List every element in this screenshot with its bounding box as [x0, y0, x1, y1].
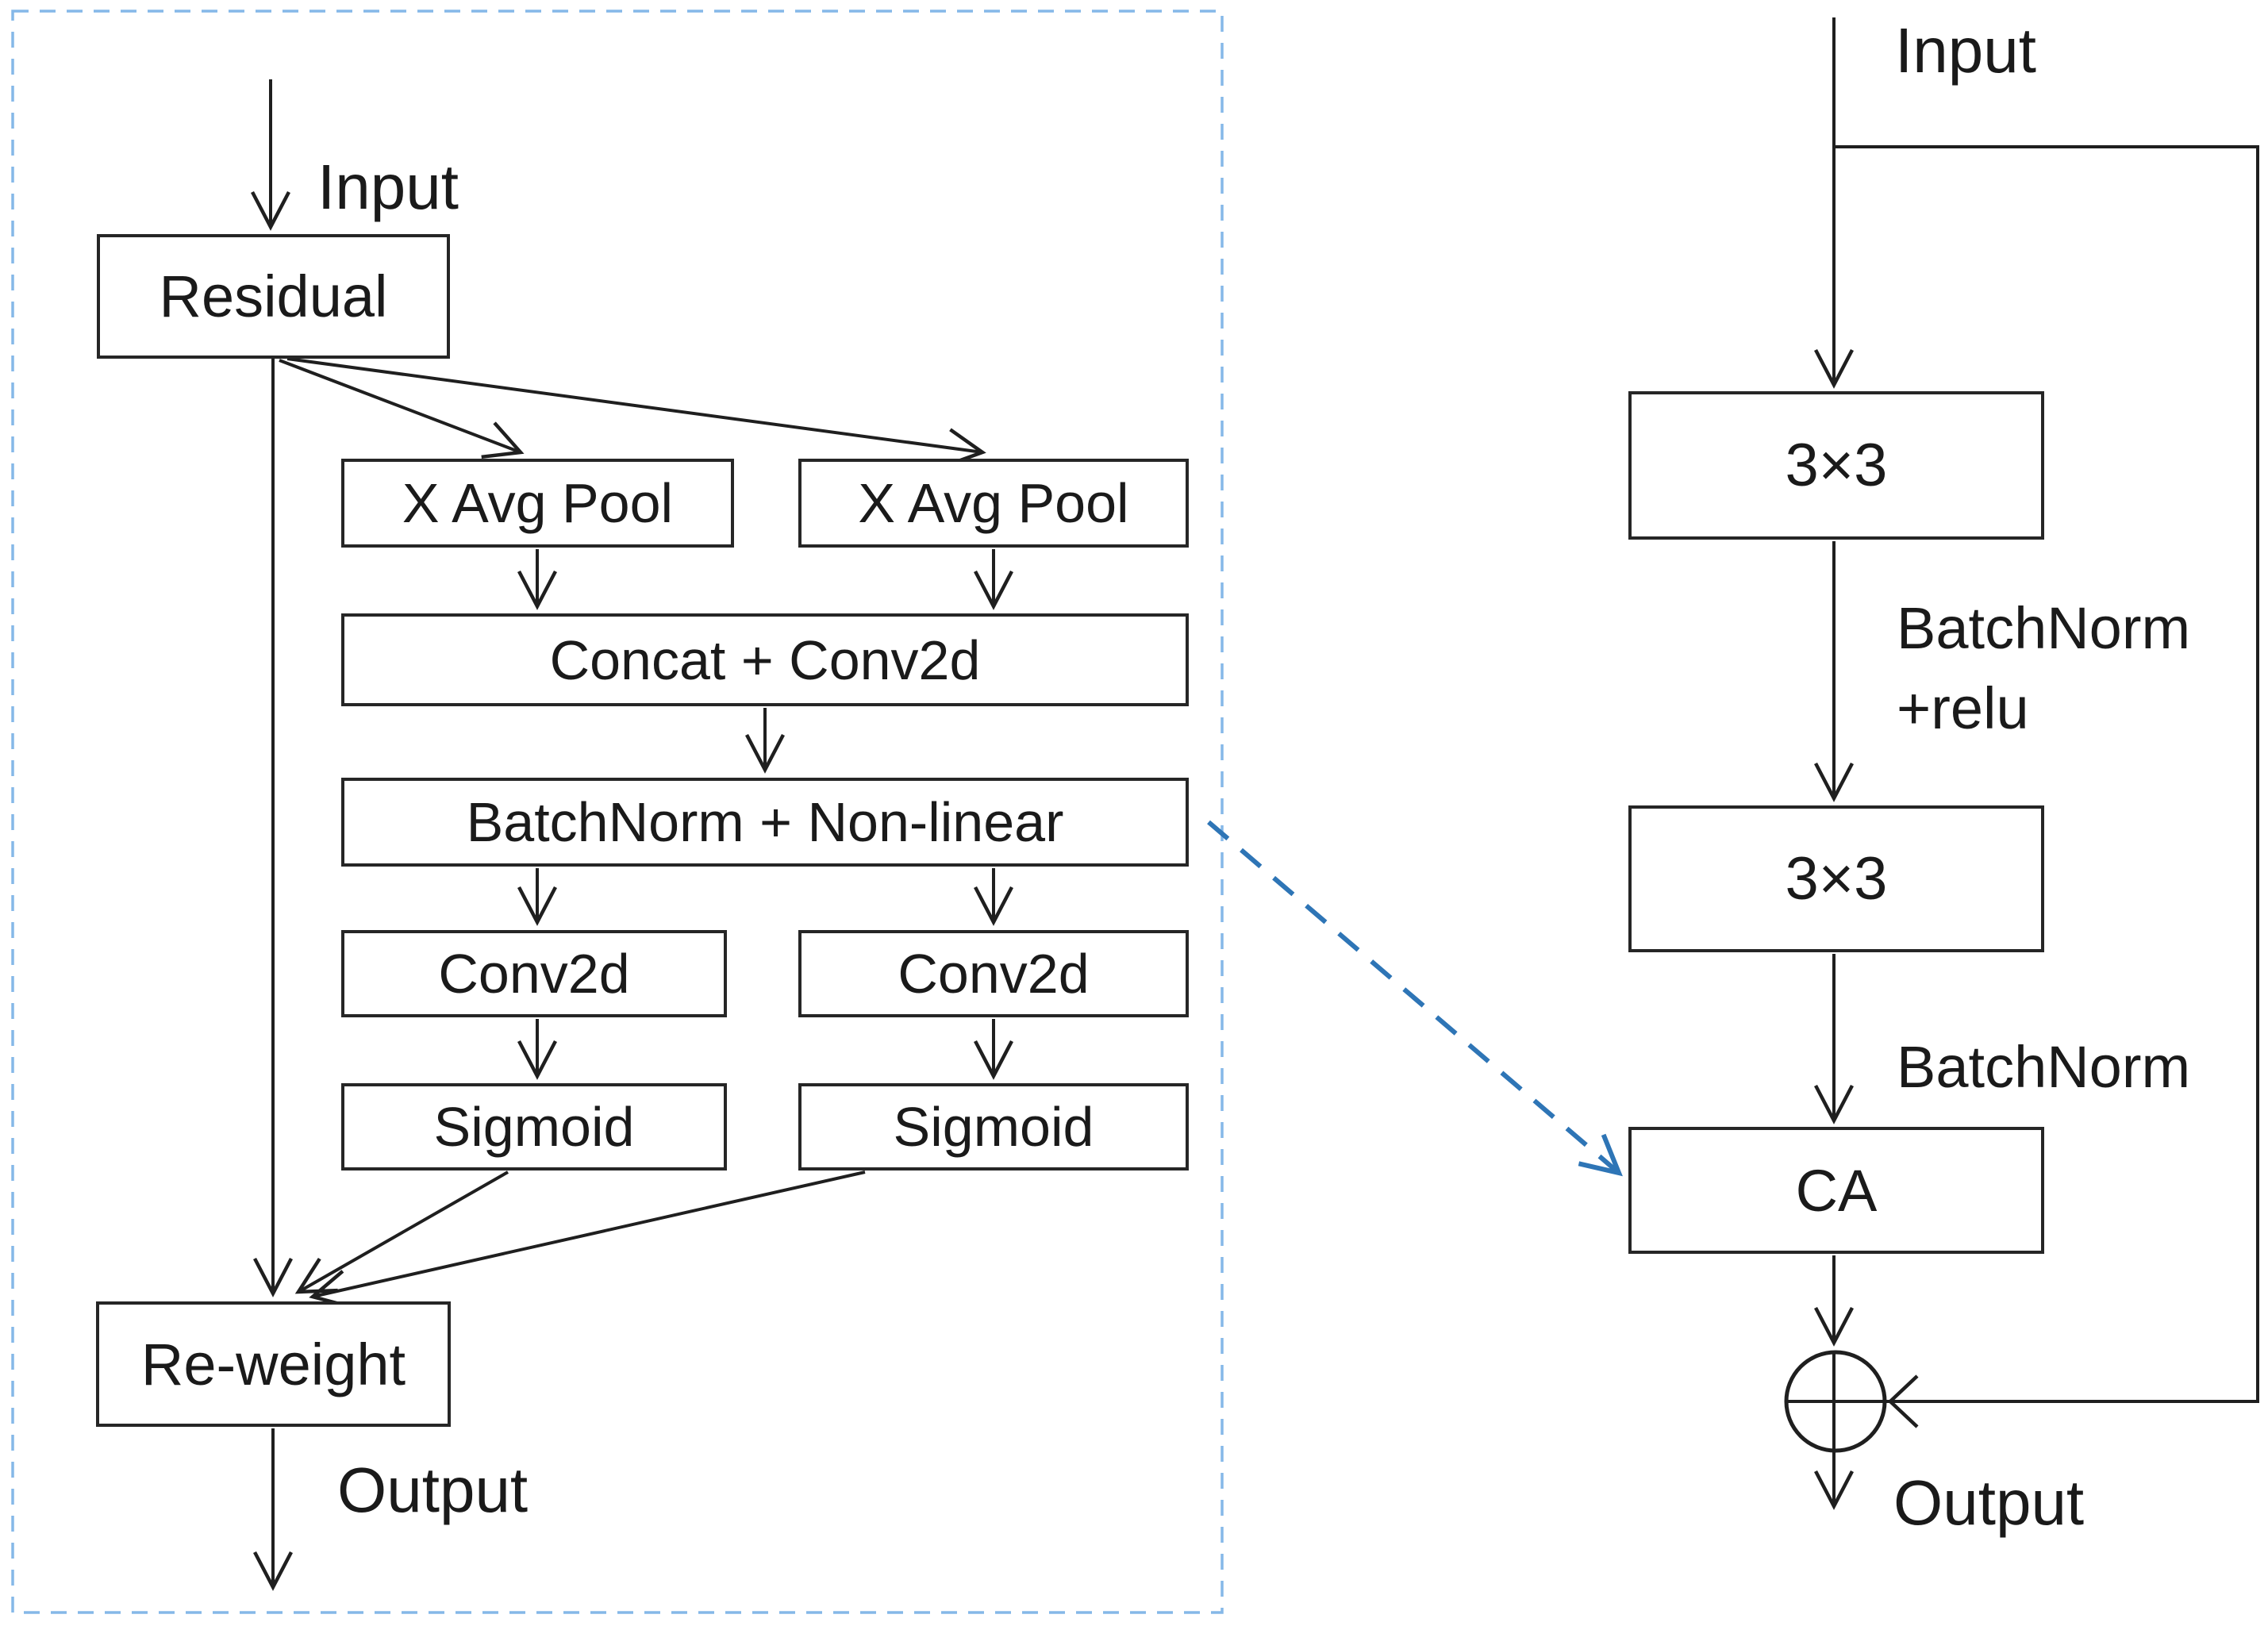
arrow-residual-to-pool-left: [279, 359, 525, 459]
ca-box: CA: [1628, 1127, 2044, 1254]
skip-connection-line: [1787, 145, 2259, 1403]
residual-box: Residual: [97, 234, 450, 359]
x-avg-pool-right-box: X Avg Pool: [798, 459, 1189, 548]
right-input-label: Input: [1895, 15, 2036, 86]
reweight-box: Re-weight: [96, 1301, 451, 1427]
arrow-residual-to-pool-right: [286, 357, 986, 468]
skip-connection-arrowhead: [1887, 1374, 1919, 1428]
arrow-sigmoid-left-to-reweight: [294, 1170, 509, 1294]
batchnorm-label: BatchNorm: [1897, 1034, 2191, 1100]
right-output-label: Output: [1893, 1467, 2085, 1538]
left-input-label: Input: [317, 152, 459, 222]
concat-conv2d-box: Concat + Conv2d: [341, 613, 1189, 706]
arrow-sigmoid-right-to-reweight: [309, 1170, 866, 1309]
ca-block-boundary: [11, 10, 1224, 1614]
conv2-3x3-box: 3×3: [1628, 805, 2044, 952]
left-output-label: Output: [337, 1455, 529, 1525]
conv1-3x3-box: 3×3: [1628, 391, 2044, 540]
batchnorm-nonlinear-box: BatchNorm + Non-linear: [341, 778, 1189, 867]
conv2d-left-box: Conv2d: [341, 930, 727, 1017]
batchnorm-relu-line2: +relu: [1897, 675, 2029, 741]
sigmoid-right-box: Sigmoid: [798, 1083, 1189, 1170]
x-avg-pool-left-box: X Avg Pool: [341, 459, 734, 548]
sigmoid-left-box: Sigmoid: [341, 1083, 727, 1170]
batchnorm-relu-label: BatchNorm +relu: [1897, 589, 2190, 748]
conv2d-right-box: Conv2d: [798, 930, 1189, 1017]
dashed-link-ca-detail: [1207, 820, 1623, 1177]
batchnorm-relu-line1: BatchNorm: [1897, 595, 2191, 661]
